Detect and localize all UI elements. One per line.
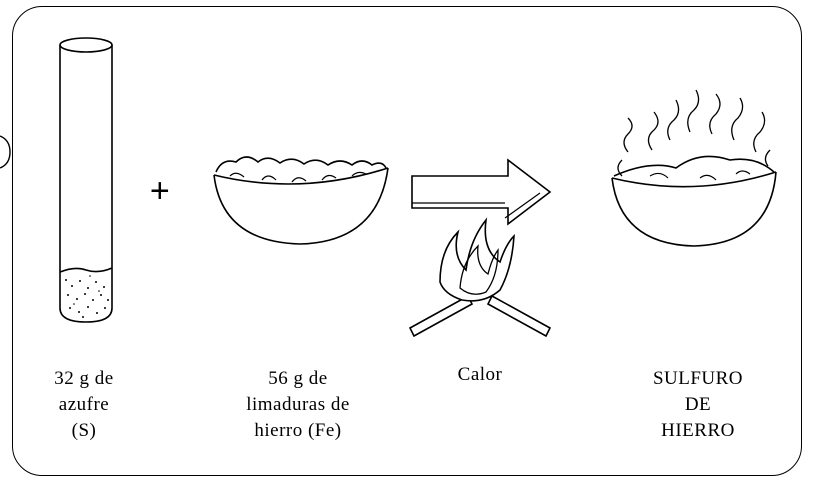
iron-label-line-2: limaduras de bbox=[246, 394, 350, 415]
test-tube-icon bbox=[59, 37, 113, 323]
edge-circle-fragment bbox=[0, 135, 11, 169]
bowl-icon bbox=[213, 156, 389, 245]
steaming-bowl-icon bbox=[611, 89, 777, 247]
fire-icon bbox=[408, 217, 552, 338]
heat-label-text: Calor bbox=[457, 364, 503, 385]
product-label-line-1: SULFURO bbox=[652, 368, 744, 389]
product-label-line-2: DE bbox=[684, 394, 712, 415]
sulfur-label-line-1: 32 g de bbox=[54, 368, 114, 389]
plus-sign: + bbox=[149, 172, 171, 210]
sulfur-label-line-3: (S) bbox=[71, 420, 97, 441]
iron-label-line-1: 56 g de bbox=[268, 368, 328, 389]
product-label-line-3: HIERRO bbox=[661, 420, 735, 441]
arrow-icon bbox=[411, 158, 552, 226]
heat-label: Calor bbox=[430, 362, 530, 388]
sulfur-label: 32 g de azufre (S) bbox=[14, 366, 154, 444]
product-label: SULFURO DE HIERRO bbox=[628, 366, 768, 444]
iron-label: 56 g de limaduras de hierro (Fe) bbox=[218, 366, 378, 444]
iron-label-line-3: hierro (Fe) bbox=[254, 420, 342, 441]
sulfur-label-line-2: azufre bbox=[58, 394, 110, 415]
